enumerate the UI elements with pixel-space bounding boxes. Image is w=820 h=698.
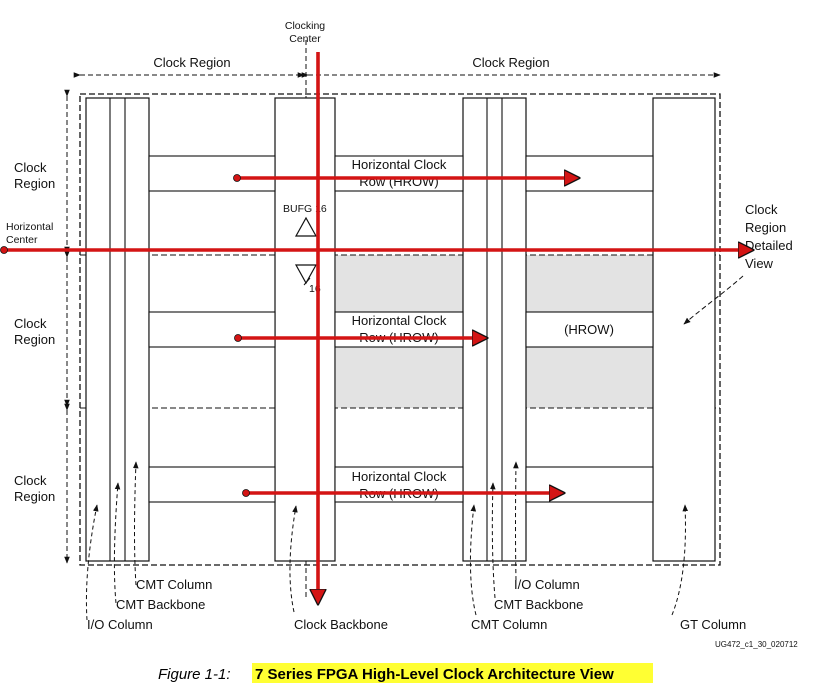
clock-region-3-label: Clock [14,473,47,488]
hrow-1-origin-dot [233,174,241,182]
leader-gt-column [671,504,689,616]
leader-clock-backbone [289,505,298,613]
clock-backbone-label: Clock Backbone [294,617,388,632]
leader-io-column-right [513,461,519,581]
detailed-view-label-4: View [745,256,774,271]
detailed-view-label-1: Clock [745,202,778,217]
gt-column [652,97,716,562]
caption-title: 7 Series FPGA High-Level Clock Architect… [255,666,614,683]
hrow-strip-3b [334,466,464,503]
cmt-column-right-label: CMT Column [471,617,547,632]
hrow-2-origin-dot [234,334,242,342]
clock-region-top-left-label: Clock Region [153,55,230,70]
bufg-top-label: BUFG 16 [283,203,327,215]
hrow-1-label: Horizontal Clock [352,157,447,172]
io-column-right-label: I/O Column [514,577,580,592]
clock-region-3-sublabel: Region [14,489,55,504]
io-column-left-label: I/O Column [87,617,153,632]
hrow-2-label: Horizontal Clock [352,313,447,328]
clock-region-2-label: Clock [14,316,47,331]
hrow-strip-2b [334,311,464,348]
hrow-strip-3a [148,466,276,503]
bufg-up-triangle-icon [294,216,318,237]
hrow-strip-3c [525,466,654,503]
detailed-view-label-3: Detailed [745,238,793,253]
cmt-backbone-right-label: CMT Backbone [494,597,583,612]
horizontal-center-sublabel: Center [6,234,38,246]
caption-highlight [252,663,653,683]
detailed-view-pointer [683,275,744,325]
device-boundary [79,93,721,566]
clocking-center-sublabel: Center [289,33,321,45]
bufg-down-triangle-icon [294,264,318,285]
left-io-column [85,97,150,562]
leader-cmt-backbone-right [490,482,496,599]
hrow-strip-1b [334,155,464,192]
cmt-column-label: CMT Column [136,577,212,592]
hrow-strip-2c [525,311,654,348]
clock-region-1-sublabel: Region [14,176,55,191]
hrow-strip-2a [148,311,276,348]
hrow-short-label: (HROW) [564,322,614,337]
leader-cmt-column-right [469,504,477,616]
clocking-center-label: Clocking [285,20,325,32]
hrow-strip-1a [148,155,276,192]
hrow-strip-1c [525,155,654,192]
horizontal-center-label: Horizontal [6,221,53,233]
leader-cmt-backbone [113,482,121,604]
bufg-bottom-label: 16 [309,283,321,295]
cmt-backbone-label: CMT Backbone [116,597,205,612]
horizontal-center-origin-dot [0,246,8,254]
clock-region-1-label: Clock [14,160,47,175]
clock-region-top-right-label: Clock Region [472,55,549,70]
gt-column-label: GT Column [680,617,746,632]
detailed-view-label-2: Region [745,220,786,235]
hrow-3-label: Horizontal Clock [352,469,447,484]
bufg-slash-mark [303,277,311,286]
caption-prefix: Figure 1-1: [158,666,231,683]
doc-id-label: UG472_c1_30_020712 [715,640,798,649]
leader-cmt-column [132,461,139,586]
clock-region-2-sublabel: Region [14,332,55,347]
hrow-3-origin-dot [242,489,250,497]
